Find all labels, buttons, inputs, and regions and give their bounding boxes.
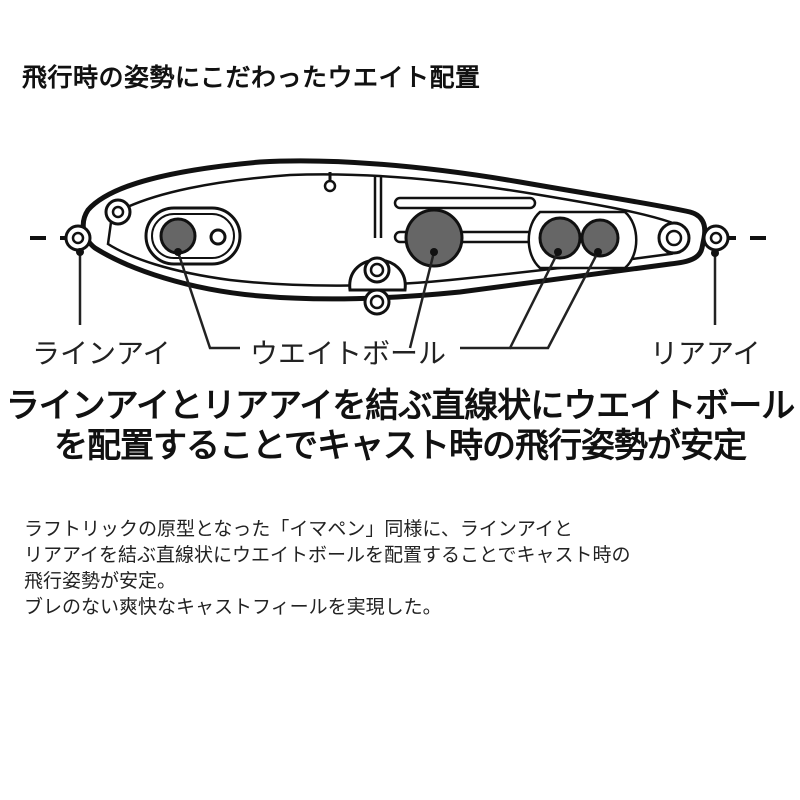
lure-weight-diagram: [30, 158, 770, 350]
weight-ball-2: [404, 208, 464, 268]
headline-line-2: を配置することでキャスト時の飛行姿勢が安定: [54, 426, 747, 466]
label-line-eye: ラインアイ: [32, 337, 171, 370]
description-line: ラフトリックの原型となった「イマペン」同様に、ラインアイと: [24, 518, 573, 540]
leader-lines: [78, 251, 717, 350]
description: ラフトリックの原型となった「イマペン」同様に、ラインアイと リアアイを結ぶ直線状…: [24, 516, 630, 620]
description-line: 飛行姿勢が安定。: [24, 570, 177, 592]
belly-eye-icon: [348, 256, 407, 316]
description-line: リアアイを結ぶ直線状にウエイトボールを配置することでキャスト時の: [24, 544, 631, 566]
label-rear-eye: リアアイ: [650, 337, 761, 370]
rear-eye-icon: [657, 221, 730, 255]
line-eye-icon: [64, 198, 132, 252]
label-weight-ball: ウエイトボール: [250, 337, 447, 370]
description-line: ブレのない爽快なキャストフィールを実現した。: [24, 596, 442, 618]
headline-line-1: ラインアイとリアアイを結ぶ直線状にウエイトボール: [5, 386, 796, 426]
leader-dots: [76, 248, 719, 257]
weight-ball-1: [159, 217, 197, 255]
weight-ball-3: [538, 216, 582, 260]
weight-ball-4: [580, 218, 620, 258]
page-title: 飛行時の姿勢にこだわったウエイト配置: [22, 63, 481, 92]
